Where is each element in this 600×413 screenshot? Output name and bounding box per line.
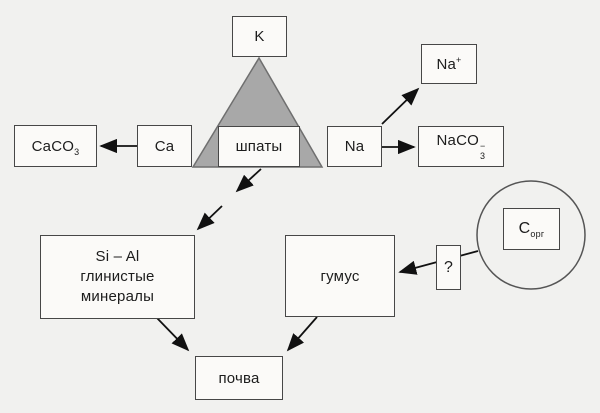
node-k-label: K (254, 28, 265, 45)
arrow-na-to-naplus (381, 87, 420, 125)
si-al-line2: глинистые (80, 267, 155, 285)
node-pochva: почва (195, 356, 283, 400)
c-org-circle (476, 180, 586, 290)
naco3-charge-stack: −3 (480, 141, 486, 161)
node-question-label: ? (443, 258, 454, 276)
node-ca-label: Ca (154, 137, 175, 155)
arrow-shpaty-to-sial-segment2 (196, 205, 223, 231)
node-shpaty: шпаты (218, 126, 300, 167)
node-na-plus: Na+ (421, 44, 477, 84)
node-gumus: гумус (285, 235, 395, 317)
arrow-shpaty-to-sial-segment1 (235, 168, 262, 193)
node-naco3: NaCO−3 (418, 126, 504, 167)
node-c-org-label: Cорг (518, 220, 545, 239)
node-na: Na (327, 126, 382, 167)
node-question-mark: ? (436, 245, 461, 290)
arrow-gumus-to-pochva (286, 316, 318, 352)
node-c-org: Cорг (503, 208, 560, 250)
node-k: K (232, 16, 287, 57)
si-al-line3: минералы (80, 288, 155, 306)
node-si-al-clay-minerals: Si – Al глинистые минералы (40, 235, 195, 319)
arrow-sial-to-pochva (156, 317, 190, 352)
node-shpaty-label: шпаты (235, 138, 283, 155)
node-naco3-label: NaCO−3 (436, 132, 486, 161)
node-ca: Ca (137, 125, 192, 167)
node-na-label: Na (344, 138, 365, 155)
node-gumus-label: гумус (320, 267, 360, 285)
node-na-plus-label: Na+ (436, 54, 462, 73)
si-al-line1: Si – Al (95, 247, 140, 265)
node-caco3-label: CaCO3 (31, 137, 80, 157)
node-caco3: CaCO3 (14, 125, 97, 167)
node-pochva-label: почва (218, 369, 260, 387)
